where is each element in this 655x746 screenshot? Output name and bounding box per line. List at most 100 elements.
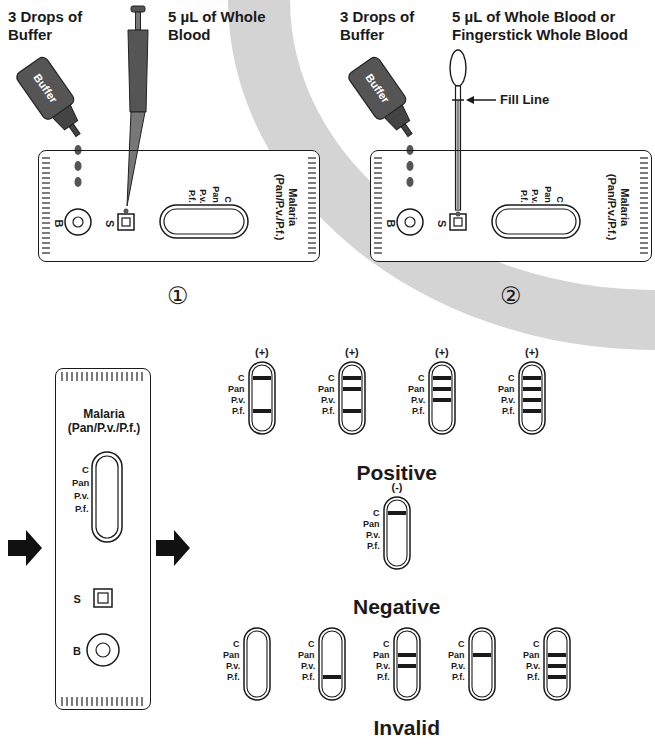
grip-ridge bbox=[66, 697, 67, 706]
line-label: P.f. bbox=[518, 190, 529, 203]
line-label: Pan bbox=[363, 519, 380, 530]
grip-ridge bbox=[308, 247, 316, 248]
grip-ridge bbox=[42, 232, 50, 233]
line-label: P.v. bbox=[198, 189, 209, 203]
test-cassette: Malaria (Pan/P.v./P.f.)CPanP.v.P.f.SB bbox=[55, 368, 151, 710]
result-window bbox=[547, 631, 567, 697]
grip-ridge bbox=[374, 192, 382, 193]
test-line bbox=[343, 376, 361, 380]
test-cassette: BSCPanP.v.P.f.Malaria (Pan/P.v./P.f.) bbox=[370, 150, 652, 262]
line-label: P.f. bbox=[377, 672, 390, 683]
grip-ridge bbox=[131, 697, 132, 706]
grip-ridge bbox=[126, 697, 127, 706]
grip-ridge bbox=[111, 372, 112, 381]
grip-ridge bbox=[308, 202, 316, 203]
grip-ridge bbox=[42, 242, 50, 243]
grip-ridge bbox=[640, 247, 648, 248]
sample-well-label: S bbox=[435, 219, 448, 226]
grip-ridge bbox=[640, 227, 648, 228]
device-name: Malaria (Pan/P.v./P.f.) bbox=[59, 407, 149, 436]
line-label: P.v. bbox=[526, 661, 540, 672]
test-line bbox=[398, 653, 416, 657]
line-label: C bbox=[508, 373, 515, 384]
grip-ridge bbox=[308, 217, 316, 218]
grip-ridge bbox=[374, 187, 382, 188]
test-line bbox=[433, 376, 451, 380]
result-sign: (+) bbox=[435, 346, 449, 359]
buffer-bottle bbox=[347, 55, 425, 145]
step-heading: 3 Drops of Buffer bbox=[8, 8, 120, 44]
line-label: C bbox=[418, 373, 425, 384]
line-label: P.f. bbox=[502, 406, 515, 417]
line-label: Pan bbox=[223, 650, 240, 661]
buffer-drops bbox=[75, 145, 414, 187]
line-label: C bbox=[533, 639, 540, 650]
grip-ridge bbox=[76, 697, 77, 706]
line-label: P.f. bbox=[367, 541, 380, 552]
test-line bbox=[343, 409, 361, 413]
cassette-wells bbox=[87, 452, 122, 666]
flow-arrow bbox=[8, 530, 42, 566]
grip-ridge bbox=[42, 162, 50, 163]
grip-ridge bbox=[71, 697, 72, 706]
grip-ridge bbox=[121, 372, 122, 381]
test-line bbox=[548, 664, 566, 668]
grip-ridge bbox=[106, 372, 107, 381]
grip-ridge bbox=[42, 202, 50, 203]
grip-ridge bbox=[640, 167, 648, 168]
result-sign: (-) bbox=[392, 481, 403, 494]
grip-ridge bbox=[106, 697, 107, 706]
grip-ridge bbox=[640, 157, 648, 158]
result-window bbox=[522, 365, 542, 431]
grip-ridge bbox=[374, 157, 382, 158]
cassette-body bbox=[370, 150, 652, 262]
grip-ridge bbox=[96, 372, 97, 381]
grip-ridge bbox=[308, 192, 316, 193]
test-line bbox=[523, 376, 541, 380]
grip-ridge bbox=[86, 697, 87, 706]
grip-ridge bbox=[374, 162, 382, 163]
step-heading: 5 µL of Whole Blood or Fingerstick Whole… bbox=[452, 8, 650, 44]
grip-ridge bbox=[374, 237, 382, 238]
step-number: ① bbox=[167, 282, 189, 311]
line-label: P.v. bbox=[366, 530, 380, 541]
result-sign: (+) bbox=[255, 346, 269, 359]
grip-ridge bbox=[42, 197, 50, 198]
test-line bbox=[253, 376, 271, 380]
grip-ridge bbox=[42, 212, 50, 213]
step-heading: 3 Drops of Buffer bbox=[340, 8, 452, 44]
micropipette bbox=[124, 6, 149, 214]
result-sign: (+) bbox=[525, 346, 539, 359]
grip-ridge bbox=[640, 242, 648, 243]
grip-ridge bbox=[141, 697, 142, 706]
grip-ridge bbox=[308, 212, 316, 213]
grip-ridge bbox=[42, 157, 50, 158]
grip-ridge bbox=[308, 237, 316, 238]
line-label: C bbox=[373, 508, 380, 519]
result-window bbox=[247, 631, 267, 697]
line-label: Pan bbox=[408, 384, 425, 395]
grip-ridge bbox=[308, 242, 316, 243]
grip-ridge bbox=[101, 697, 102, 706]
result-window bbox=[387, 500, 407, 566]
grip-ridge bbox=[121, 697, 122, 706]
line-label: P.f. bbox=[75, 503, 89, 514]
grip-ridge bbox=[308, 177, 316, 178]
grip-ridge bbox=[96, 697, 97, 706]
sample-well-label: S bbox=[103, 219, 116, 226]
step-heading: 5 µL of Whole Blood bbox=[168, 8, 268, 44]
grip-ridge bbox=[141, 372, 142, 381]
test-line bbox=[398, 664, 416, 668]
test-line bbox=[523, 387, 541, 391]
line-label: C bbox=[458, 639, 465, 650]
flow-arrow bbox=[156, 530, 190, 566]
grip-ridge bbox=[61, 697, 62, 706]
grip-ridge bbox=[640, 217, 648, 218]
grip-ridge bbox=[42, 237, 50, 238]
grip-ridge bbox=[308, 222, 316, 223]
grip-ridge bbox=[640, 192, 648, 193]
result-window bbox=[519, 362, 545, 434]
grip-ridge bbox=[136, 697, 137, 706]
line-label: P.f. bbox=[232, 406, 245, 417]
